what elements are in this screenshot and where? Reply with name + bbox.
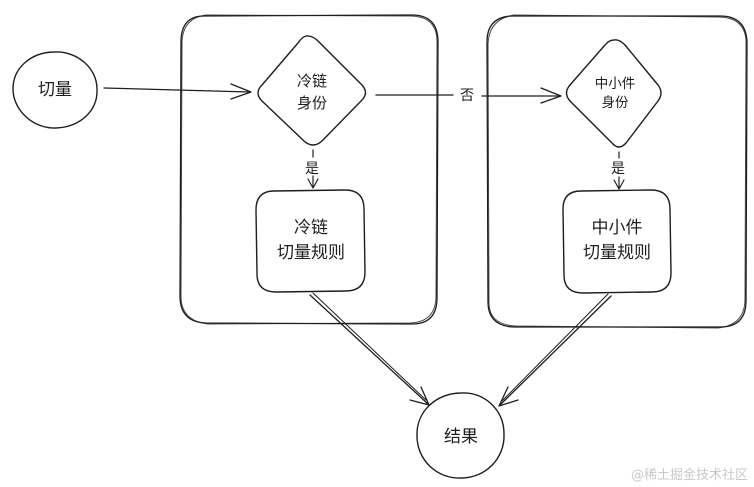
arrow-small-decision-to-rule [613,151,625,190]
small-parts-group [486,14,748,329]
cold-chain-rule-line1: 冷链 [294,218,328,238]
small-parts-decision-line2: 身份 [602,95,630,111]
small-parts-rule-box: 中小件 切量规则 [562,189,672,294]
cold-chain-rule-box: 冷链 切量规则 [255,189,366,293]
small-parts-rule-line2: 切量规则 [583,243,651,263]
small-parts-rule-line1: 中小件 [592,218,643,238]
arrow-start-to-cold-decision [103,83,252,100]
arrow-cold-decision-to-small-decision [375,87,562,104]
watermark: @稀土掘金技术社区 [631,467,748,483]
edge-label-yes-small: 是 [611,161,625,177]
small-parts-decision-line1: 中小件 [595,76,636,92]
start-label: 切量 [38,80,72,100]
edge-label-no: 否 [460,88,474,104]
cold-chain-group [179,14,439,325]
cold-chain-decision-line2: 身份 [297,94,327,112]
edge-label-yes-cold: 是 [305,161,319,177]
cold-chain-rule-line2: 切量规则 [277,243,345,263]
small-parts-decision: 中小件 身份 [565,39,662,148]
arrow-small-rule-to-result [498,293,612,407]
result-label: 结果 [444,427,478,447]
result-node: 结果 [416,392,505,479]
start-node: 切量 [12,51,98,129]
cold-chain-decision-line1: 冷链 [297,72,327,90]
arrow-cold-rule-to-result [309,292,430,406]
arrow-cold-decision-to-rule [307,149,319,189]
cold-chain-decision: 冷链 身份 [257,35,367,146]
